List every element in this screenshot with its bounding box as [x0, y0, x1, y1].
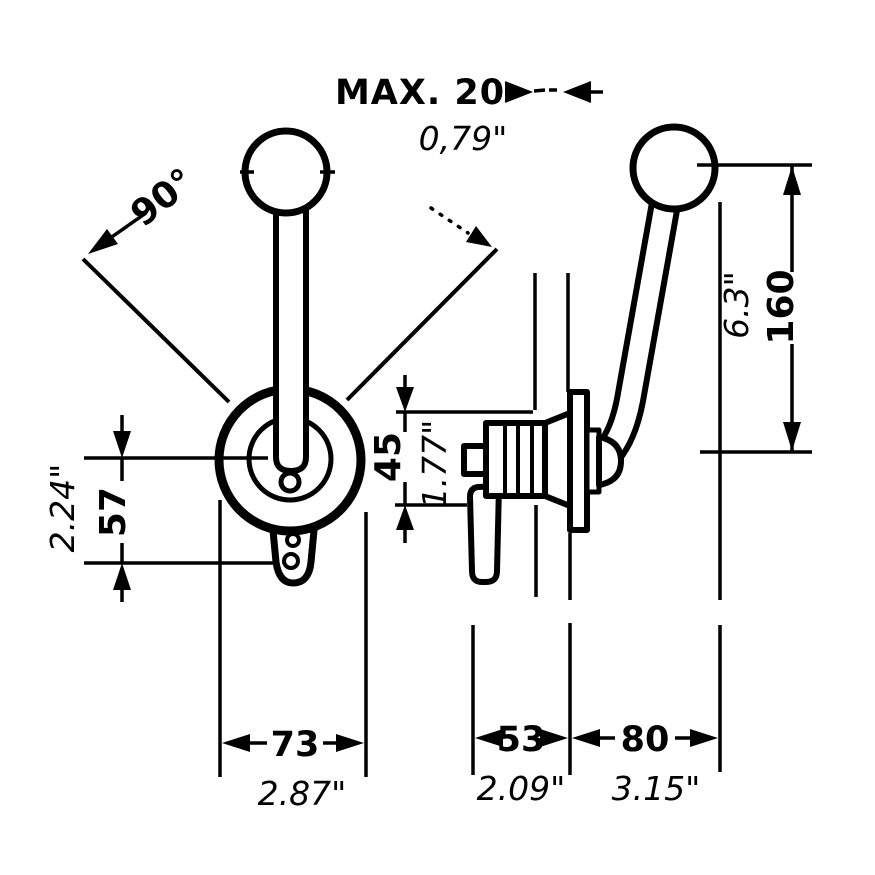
tick-line	[533, 88, 546, 93]
arrowhead-left-icon	[563, 81, 591, 103]
dim-mm-label: 80	[621, 720, 670, 760]
dim-inch-label: 1.77"	[415, 420, 454, 509]
side-view	[461, 123, 719, 585]
dim-mm-label: 45	[368, 432, 409, 482]
arrowhead-right-icon	[540, 729, 568, 747]
arrowhead-left-icon	[222, 734, 250, 752]
max-width-label: MAX. 20	[335, 73, 505, 113]
dim-inch-label: 6.3"	[717, 271, 756, 339]
arrowhead-right-icon	[336, 734, 364, 752]
max-width-inch-label: 0,79"	[419, 119, 508, 158]
lever-hub	[596, 434, 624, 488]
body-taper	[542, 410, 573, 509]
dim-mm-label: 53	[497, 720, 546, 760]
dim-inch-label: 3.15"	[612, 769, 701, 808]
arrowhead-downleft-icon	[88, 229, 118, 254]
dimension-hub-offset: 2.24" 57	[43, 415, 276, 602]
body-cylinder	[483, 420, 548, 499]
angle-line-right	[345, 247, 499, 402]
arrowhead-right-icon	[690, 729, 718, 747]
arrowhead-downright-icon	[466, 226, 492, 247]
arrowhead-left-icon	[572, 729, 600, 747]
support-bracket	[467, 483, 502, 585]
dimension-lever-height: 6.3" 160	[697, 163, 812, 600]
arrowhead-up-icon	[783, 166, 801, 195]
front-view	[214, 127, 366, 587]
hub-screw-hole	[278, 470, 302, 494]
leader-line	[104, 211, 148, 243]
knob-ball	[241, 127, 331, 217]
arrowhead-up-icon	[396, 505, 414, 530]
dim-mm-label: 73	[271, 725, 320, 765]
max-width-annotation: MAX. 20 0,79"	[335, 73, 603, 597]
dim-inch-label: 2.09"	[477, 769, 566, 808]
dimension-body-height: 45 1.77"	[368, 375, 533, 543]
tab-hole	[282, 552, 300, 570]
dimension-base-diameter: 73 2.87"	[218, 500, 368, 813]
dimension-rear-depth: 53 2.09"	[471, 533, 572, 808]
arrowhead-down-icon	[113, 431, 131, 458]
dim-mm-label: 57	[93, 487, 134, 537]
knob-ball-side	[629, 123, 719, 213]
dotted-leader-line	[429, 206, 470, 235]
mounting-flange	[567, 389, 590, 533]
dim-inch-label: 2.24"	[43, 464, 82, 553]
arrowhead-down-icon	[783, 422, 801, 451]
arrowhead-up-icon	[113, 563, 131, 590]
dim-mm-label: 160	[761, 269, 802, 344]
dimension-front-depth: 80 3.15"	[572, 625, 722, 808]
swing-angle-label: 90°	[123, 161, 202, 235]
angle-line-left	[81, 257, 231, 404]
arrowhead-down-icon	[396, 387, 414, 412]
mounting-tab	[268, 519, 319, 587]
arrowhead-left-icon	[475, 729, 503, 747]
dim-inch-label: 2.87"	[258, 774, 347, 813]
tab-hole	[285, 532, 301, 548]
lever-shaft	[273, 205, 309, 474]
arrowhead-right-icon	[505, 81, 533, 103]
